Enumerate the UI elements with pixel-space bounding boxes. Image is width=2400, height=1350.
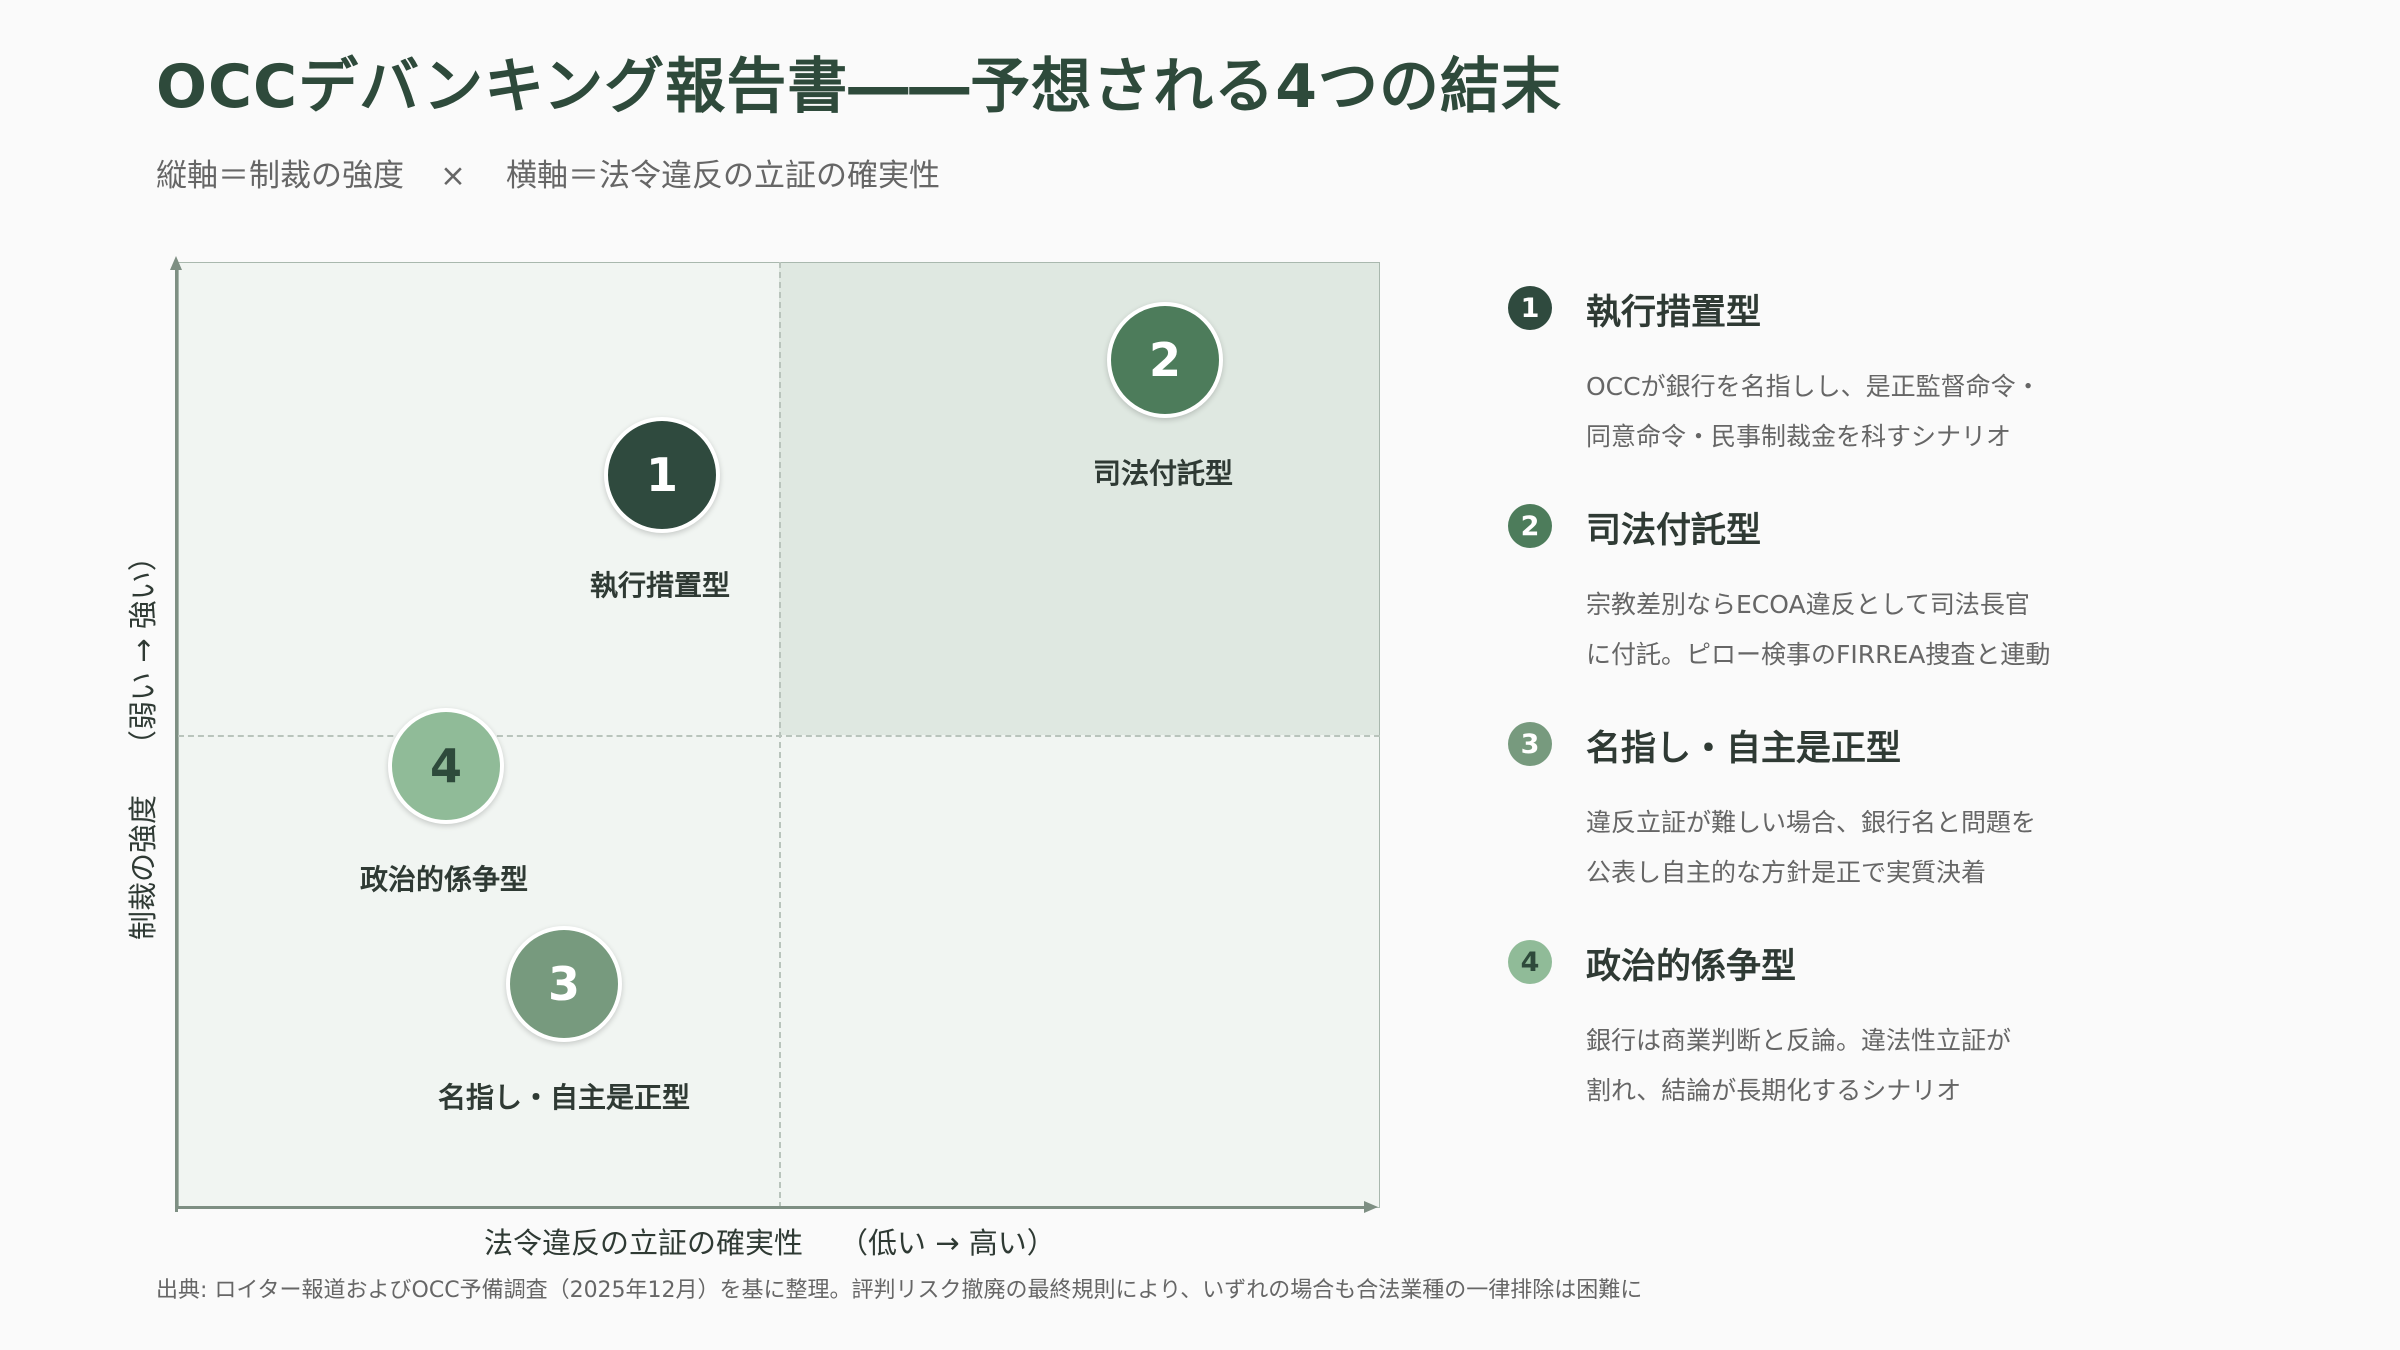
- legend-title-2: 司法付託型: [1586, 511, 1762, 551]
- legend-description-line: 公表し自主的な方針是正で実質決着: [1586, 858, 1987, 887]
- y-axis-title: 制裁の強度: [126, 794, 160, 940]
- legend-badge-3: 3: [1508, 722, 1552, 766]
- horizontal-divider: [178, 735, 1380, 737]
- legend-description-line: 同意命令・民事制裁金を科すシナリオ: [1586, 422, 2012, 451]
- subtitle-separator: ×: [440, 158, 466, 194]
- y-axis-label: 制裁の強度 （弱い → 強い）: [120, 542, 162, 940]
- legend-title-1: 執行措置型: [1586, 293, 1762, 333]
- x-axis-direction: （低い → 高い）: [839, 1226, 1056, 1260]
- scenario-marker-3: 3: [506, 926, 622, 1042]
- y-axis-line: [175, 268, 178, 1212]
- legend-badge-4: 4: [1508, 940, 1552, 984]
- quadrant-top-right-highlight: [779, 262, 1380, 735]
- scenario-marker-4: 4: [388, 708, 504, 824]
- legend-description-4: 銀行は商業判断と反論。違法性立証が 割れ、結論が長期化するシナリオ: [1586, 1016, 2011, 1116]
- scenario-marker-1: 1: [604, 417, 720, 533]
- legend-description-2: 宗教差別ならECOA違反として司法長官 に付託。ピロー検事のFIRREA捜査と連…: [1586, 580, 2050, 680]
- subtitle-horizontal-axis: 横軸＝法令違反の立証の確実性: [505, 158, 940, 194]
- legend-description-1: OCCが銀行を名指しし、是正監督命令・ 同意命令・民事制裁金を科すシナリオ: [1586, 362, 2041, 462]
- scenario-label-2: 司法付託型: [1092, 457, 1234, 490]
- legend-description-line: 宗教差別ならECOA違反として司法長官: [1586, 590, 2030, 619]
- page-title: OCCデバンキング報告書――予想される4つの結末: [156, 52, 1563, 122]
- page-subtitle: 縦軸＝制裁の強度 × 横軸＝法令違反の立証の確実性: [156, 150, 940, 195]
- legend-description-3: 違反立証が難しい場合、銀行名と問題を 公表し自主的な方針是正で実質決着: [1586, 798, 2036, 898]
- x-axis-arrow-icon: [1364, 1201, 1378, 1213]
- scenario-marker-2: 2: [1107, 302, 1223, 418]
- legend-badge-1: 1: [1508, 286, 1552, 330]
- legend-description-line: 銀行は商業判断と反論。違法性立証が: [1586, 1026, 2012, 1055]
- matrix-chart: 1 執行措置型 2 司法付託型 3 名指し・自主是正型 4 政治的係争型: [170, 256, 1380, 1213]
- legend-description-line: 違反立証が難しい場合、銀行名と問題を: [1586, 808, 2037, 837]
- x-axis-title: 法令違反の立証の確実性: [484, 1226, 804, 1260]
- subtitle-vertical-axis: 縦軸＝制裁の強度: [156, 158, 404, 194]
- scenario-label-1: 執行措置型: [589, 569, 731, 602]
- legend-description-line: に付託。ピロー検事のFIRREA捜査と連動: [1586, 640, 2051, 669]
- quadrant-bottom-right: [779, 735, 1380, 1208]
- x-axis-label: 法令違反の立証の確実性 （低い → 高い）: [484, 1220, 1056, 1262]
- legend-title-4: 政治的係争型: [1586, 947, 1797, 987]
- y-axis-arrow-icon: [170, 256, 182, 270]
- legend-badge-2: 2: [1508, 504, 1552, 548]
- source-note: 出典: ロイター報道およびOCC予備調査（2025年12月）を基に整理。評判リス…: [156, 1278, 1643, 1303]
- x-axis-line: [175, 1206, 1367, 1209]
- scenario-label-3: 名指し・自主是正型: [437, 1081, 691, 1114]
- legend-description-line: OCCが銀行を名指しし、是正監督命令・: [1586, 372, 2041, 401]
- legend-description-line: 割れ、結論が長期化するシナリオ: [1586, 1076, 1962, 1105]
- legend-title-3: 名指し・自主是正型: [1586, 729, 1902, 769]
- scenario-label-4: 政治的係争型: [359, 863, 529, 896]
- y-axis-direction: （弱い → 強い）: [126, 542, 160, 759]
